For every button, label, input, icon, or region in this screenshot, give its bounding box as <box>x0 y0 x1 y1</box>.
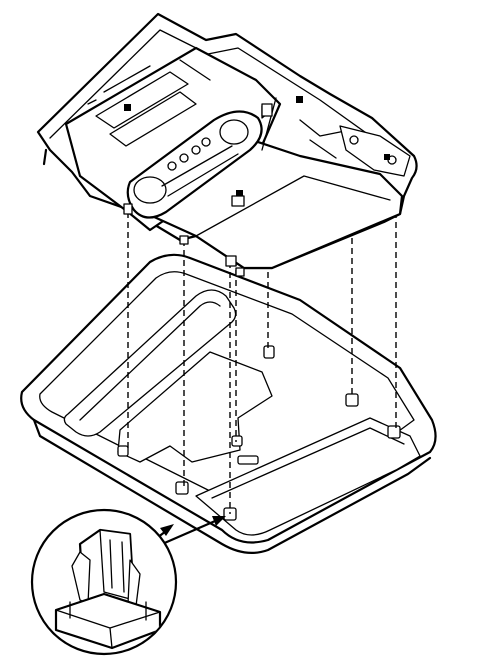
lens-recess <box>195 417 421 536</box>
sunglass-slot <box>63 289 237 437</box>
clip-base-detail <box>69 601 147 621</box>
housing-pin <box>42 148 48 166</box>
arrowhead <box>160 524 174 536</box>
clip-socket <box>263 345 275 359</box>
clip-slot <box>109 539 125 593</box>
lens-recess-inner <box>211 427 405 499</box>
clip-socket <box>237 455 259 465</box>
mounting-boss <box>384 154 390 160</box>
mounting-boss <box>296 96 303 103</box>
screw-hole <box>349 135 359 145</box>
clip-socket <box>231 435 243 447</box>
housing-clip <box>231 195 245 207</box>
clip-socket <box>387 425 401 439</box>
retaining-clip <box>54 528 162 650</box>
housing-body-edge <box>195 175 391 237</box>
clip-socket-group <box>117 345 401 521</box>
clip-detail-inset <box>30 508 178 656</box>
sunglass-slot-inner <box>79 301 221 421</box>
frame-detail <box>87 59 211 105</box>
clip-base-edge <box>55 609 161 649</box>
trim-panel-skirt <box>32 418 432 555</box>
console-upper-housing <box>36 12 418 277</box>
display-slot <box>109 91 197 147</box>
lamp-lens <box>219 119 249 145</box>
console-trim-panel <box>20 253 437 555</box>
lamp-lens <box>133 176 167 204</box>
clip-socket <box>117 445 129 457</box>
housing-rim <box>49 29 405 161</box>
switch-bank-bezel <box>161 145 239 197</box>
center-opening <box>117 351 273 463</box>
clip-socket <box>175 481 189 495</box>
mounting-boss <box>124 104 131 111</box>
housing-clip <box>179 235 189 245</box>
arrowhead <box>212 516 226 526</box>
switch-button <box>167 161 177 171</box>
switch-button <box>201 137 211 147</box>
housing-clip <box>225 255 237 267</box>
housing-clip <box>235 267 245 277</box>
clip-socket <box>345 393 359 407</box>
switch-button <box>191 145 201 155</box>
switch-button <box>179 153 189 163</box>
housing-clip <box>123 203 133 215</box>
mounting-boss <box>236 190 243 196</box>
display-slot <box>95 71 189 129</box>
mounting-tab <box>261 103 273 117</box>
